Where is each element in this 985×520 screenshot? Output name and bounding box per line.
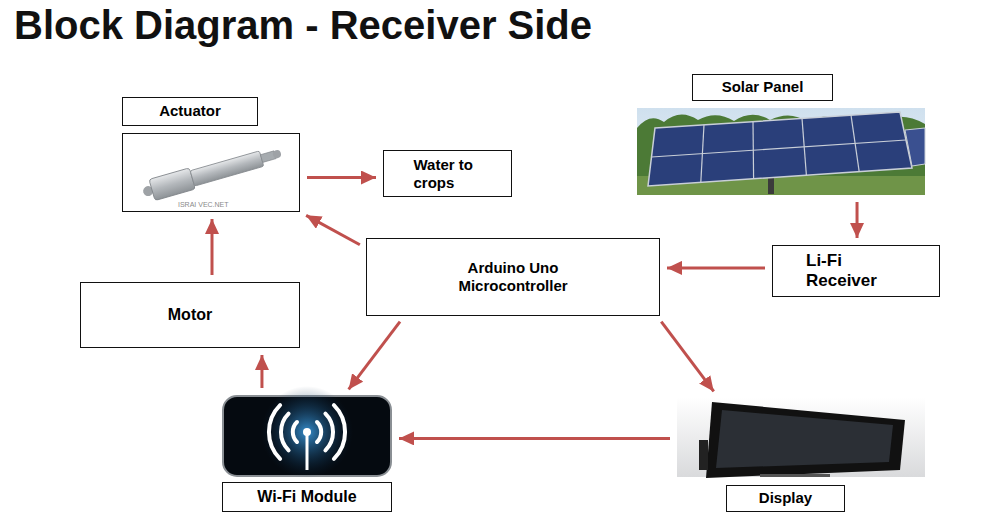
connectors (212, 178, 857, 439)
label-slot: Wi-Fi Module (222, 482, 392, 512)
block-title: Actuator (122, 97, 258, 126)
picture-frame (122, 133, 300, 212)
monitor-base (760, 474, 830, 477)
picture-ground (677, 397, 925, 477)
receiver-box: Li-Fi Receiver (772, 245, 940, 297)
sky (637, 108, 925, 195)
label-slot: ISRAI VEC.NET (178, 201, 229, 208)
monitor-side (699, 440, 708, 470)
page-title: Block Diagram - Receiver Side (14, 2, 592, 48)
display-block: Display (677, 397, 925, 512)
block-title: Wi-Fi Module (222, 482, 392, 512)
arc (281, 414, 289, 451)
arc (317, 422, 321, 442)
display-picture (677, 397, 925, 478)
motor-housing (149, 168, 195, 201)
label-slot: Display (726, 485, 845, 512)
block-label: Li-Fi Receiver (806, 251, 906, 292)
arc (325, 414, 333, 451)
wifi-icon (223, 386, 391, 478)
panel-grid (652, 115, 907, 182)
output-box: Water to crops (383, 150, 512, 197)
picture-ground (123, 134, 299, 211)
icon-glow (261, 386, 353, 478)
flow-arrow (661, 322, 713, 392)
title-area: Block Diagram - Receiver Side (14, 2, 592, 48)
flow-arrow (211, 219, 214, 275)
flow-arrow (399, 437, 670, 440)
actuator-tube (190, 151, 264, 186)
grid-line (652, 140, 907, 157)
flow-arrow (306, 215, 360, 244)
block-title: Display (726, 485, 845, 512)
flow-arrow (307, 176, 376, 179)
label-slot: Actuator (122, 97, 258, 126)
antenna-tip (303, 428, 311, 436)
arc (334, 405, 345, 459)
microcontroller-box: Arduino Uno Microcontroller (366, 238, 660, 316)
antenna (306, 434, 309, 470)
flow-arrow (349, 322, 400, 390)
solar-panel-block: Solar Panel (637, 74, 925, 195)
flow-arrow (856, 202, 859, 238)
arc (269, 405, 280, 459)
block-label: Arduino Uno Microcontroller (438, 259, 588, 295)
side-panel (905, 128, 925, 166)
panel-array (648, 112, 912, 186)
block-label: Motor (168, 305, 212, 324)
motor-box: Motor (80, 282, 300, 348)
rod-end (272, 149, 282, 159)
actuator-picture (123, 134, 299, 211)
wifi-module-block: Wi-Fi Module (222, 395, 392, 512)
monitor-body (706, 402, 905, 478)
monitor-screen (716, 410, 893, 468)
watermark-text: ISRAI VEC.NET (178, 201, 229, 208)
flow-arrow (260, 355, 263, 388)
actuator-block: Actuator (122, 97, 300, 212)
block-label: Water to crops (414, 156, 482, 192)
solar-panel-picture (637, 108, 925, 195)
flow-arrow (667, 266, 765, 269)
label-slot: Solar Panel (692, 74, 833, 101)
actuator-shape (140, 142, 284, 203)
arc (293, 422, 297, 442)
block-title: Solar Panel (692, 74, 833, 101)
